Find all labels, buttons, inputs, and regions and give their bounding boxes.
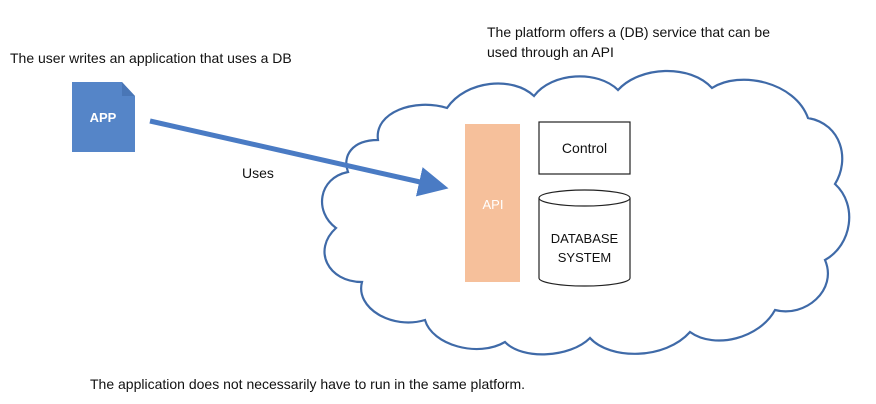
platform-caption-line1: The platform offers a (DB) service that … bbox=[487, 24, 770, 40]
cloud-icon bbox=[320, 69, 851, 356]
user-caption: The user writes an application that uses… bbox=[10, 50, 292, 66]
api-label: API bbox=[483, 197, 504, 212]
cylinder-top bbox=[538, 189, 631, 207]
database-label-line2: SYSTEM bbox=[558, 250, 611, 265]
document-fold bbox=[122, 82, 135, 96]
uses-label: Uses bbox=[242, 165, 274, 181]
control-box bbox=[538, 121, 631, 175]
api-block bbox=[465, 124, 520, 282]
database-label-line1: DATABASE bbox=[551, 231, 619, 246]
document-icon bbox=[72, 82, 135, 152]
footer-caption: The application does not necessarily hav… bbox=[90, 376, 526, 392]
platform-caption-line2: used through an API bbox=[487, 44, 614, 60]
cylinder-icon bbox=[538, 198, 631, 287]
control-label: Control bbox=[562, 140, 607, 156]
app-label: APP bbox=[90, 110, 117, 125]
arrow-icon bbox=[149, 118, 449, 197]
